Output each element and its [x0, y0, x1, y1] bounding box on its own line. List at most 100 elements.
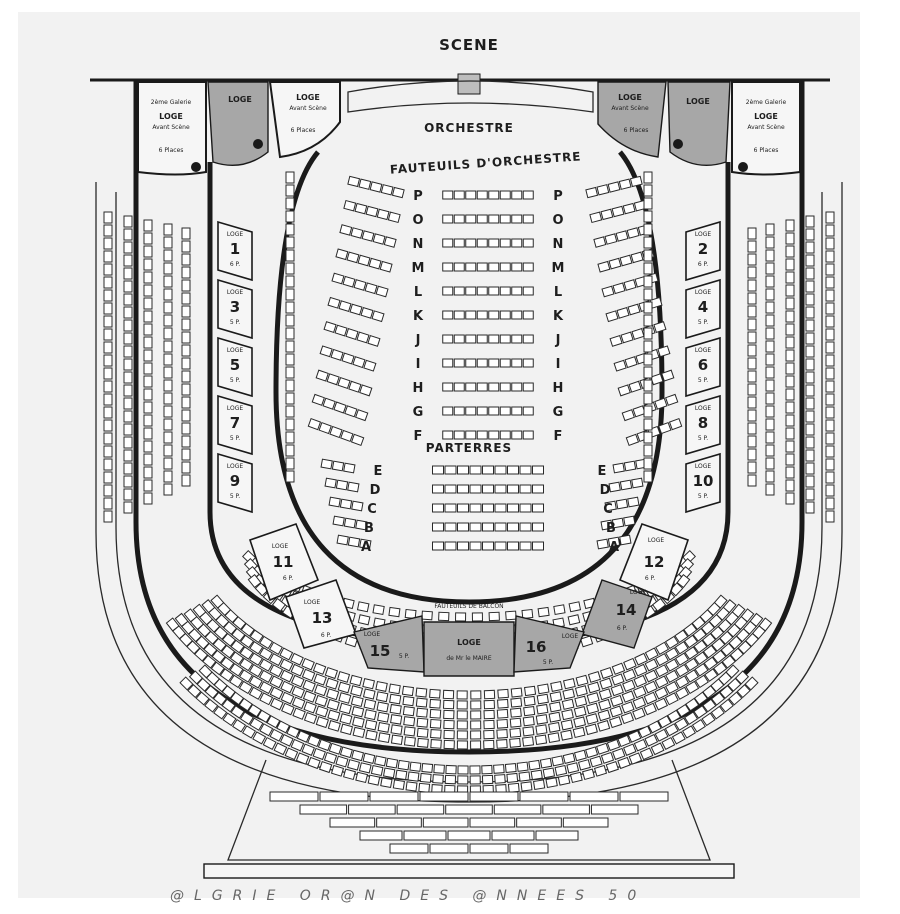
seat[interactable] [229, 662, 244, 677]
upper-gallery-arc-row-2[interactable] [188, 670, 750, 785]
seat[interactable] [364, 709, 377, 721]
seat[interactable] [248, 663, 263, 678]
seat[interactable] [143, 245, 153, 258]
seat[interactable] [488, 310, 500, 320]
seat[interactable] [734, 670, 750, 685]
seat[interactable] [617, 756, 631, 770]
seat[interactable] [163, 223, 173, 236]
seat[interactable] [805, 449, 815, 462]
seat[interactable] [358, 762, 372, 774]
balcony-column-left[interactable] [285, 171, 295, 483]
seat[interactable] [285, 379, 295, 392]
seat[interactable] [511, 190, 523, 200]
seat[interactable] [390, 734, 404, 745]
seat[interactable] [700, 620, 716, 636]
seat[interactable] [494, 484, 507, 494]
seat[interactable] [465, 190, 477, 200]
seat-row-right-O[interactable] [589, 199, 647, 224]
seat[interactable] [685, 697, 700, 712]
seat[interactable] [765, 392, 775, 405]
seat[interactable] [532, 522, 544, 532]
seat[interactable] [805, 501, 815, 514]
seat[interactable] [643, 405, 653, 418]
seat[interactable] [123, 384, 133, 397]
seat[interactable] [643, 392, 653, 405]
seat[interactable] [604, 500, 617, 512]
seat[interactable] [747, 409, 757, 422]
seat[interactable] [522, 726, 535, 737]
seat[interactable] [230, 639, 245, 654]
seat[interactable] [805, 332, 815, 345]
seat[interactable] [699, 609, 714, 624]
seat[interactable] [258, 658, 273, 672]
seat[interactable] [609, 716, 623, 729]
seat[interactable] [608, 257, 622, 270]
gallery-column-right-3[interactable] [785, 219, 795, 505]
seat[interactable] [488, 238, 500, 248]
seat[interactable] [683, 622, 698, 637]
seat[interactable] [315, 716, 329, 729]
seat[interactable] [785, 336, 795, 349]
seat[interactable] [654, 686, 669, 700]
seat[interactable] [374, 755, 387, 767]
seat[interactable] [103, 289, 113, 302]
seat[interactable] [123, 371, 133, 384]
seat[interactable] [562, 817, 609, 828]
seat[interactable] [702, 698, 717, 713]
seat[interactable] [587, 681, 601, 694]
seat[interactable] [825, 510, 835, 523]
seat[interactable] [634, 652, 648, 666]
seat[interactable] [291, 696, 306, 710]
seat[interactable] [613, 359, 627, 372]
seat[interactable] [625, 433, 640, 446]
seat[interactable] [416, 707, 429, 718]
seat[interactable] [569, 771, 583, 784]
seat[interactable] [509, 737, 521, 748]
amphitheatre-row-3[interactable] [329, 817, 609, 828]
seat[interactable] [163, 418, 173, 431]
seat[interactable] [747, 240, 757, 253]
seat[interactable] [372, 233, 386, 245]
seat[interactable] [303, 701, 317, 714]
loge-avant-scene-right-outer[interactable]: 2ème Galerie LOGE Avant Scène 6 Places [731, 81, 801, 176]
seat[interactable] [163, 457, 173, 470]
seat[interactable] [671, 731, 686, 745]
seat[interactable] [506, 772, 519, 783]
seat[interactable] [362, 678, 376, 690]
seat[interactable] [765, 236, 775, 249]
seat[interactable] [319, 345, 333, 358]
seat[interactable] [103, 393, 113, 406]
seat[interactable] [499, 286, 511, 296]
seat-row-parterre-center-A[interactable] [432, 541, 544, 551]
seat[interactable] [389, 843, 429, 854]
seat[interactable] [143, 323, 153, 336]
seat[interactable] [350, 433, 365, 446]
seat[interactable] [212, 691, 228, 706]
seat[interactable] [470, 690, 482, 700]
seat[interactable] [582, 768, 595, 781]
seat[interactable] [103, 484, 113, 497]
seat[interactable] [301, 668, 316, 682]
seat[interactable] [615, 498, 629, 510]
seat[interactable] [765, 470, 775, 483]
seat[interactable] [825, 367, 835, 380]
seat[interactable] [453, 430, 465, 440]
seat[interactable] [376, 701, 389, 713]
seat[interactable] [643, 353, 653, 366]
seat[interactable] [258, 669, 273, 683]
seat[interactable] [421, 610, 433, 621]
seat[interactable] [747, 474, 757, 487]
seat[interactable] [442, 382, 454, 392]
seat[interactable] [516, 761, 529, 772]
seat-row-right-J[interactable] [609, 321, 667, 347]
seat[interactable] [747, 448, 757, 461]
seat[interactable] [825, 432, 835, 445]
seat[interactable] [488, 430, 500, 440]
seat[interactable] [619, 254, 633, 267]
seat[interactable] [573, 706, 587, 718]
seat[interactable] [429, 698, 441, 709]
seat[interactable] [416, 717, 429, 728]
balcony-column-right[interactable] [643, 171, 653, 483]
